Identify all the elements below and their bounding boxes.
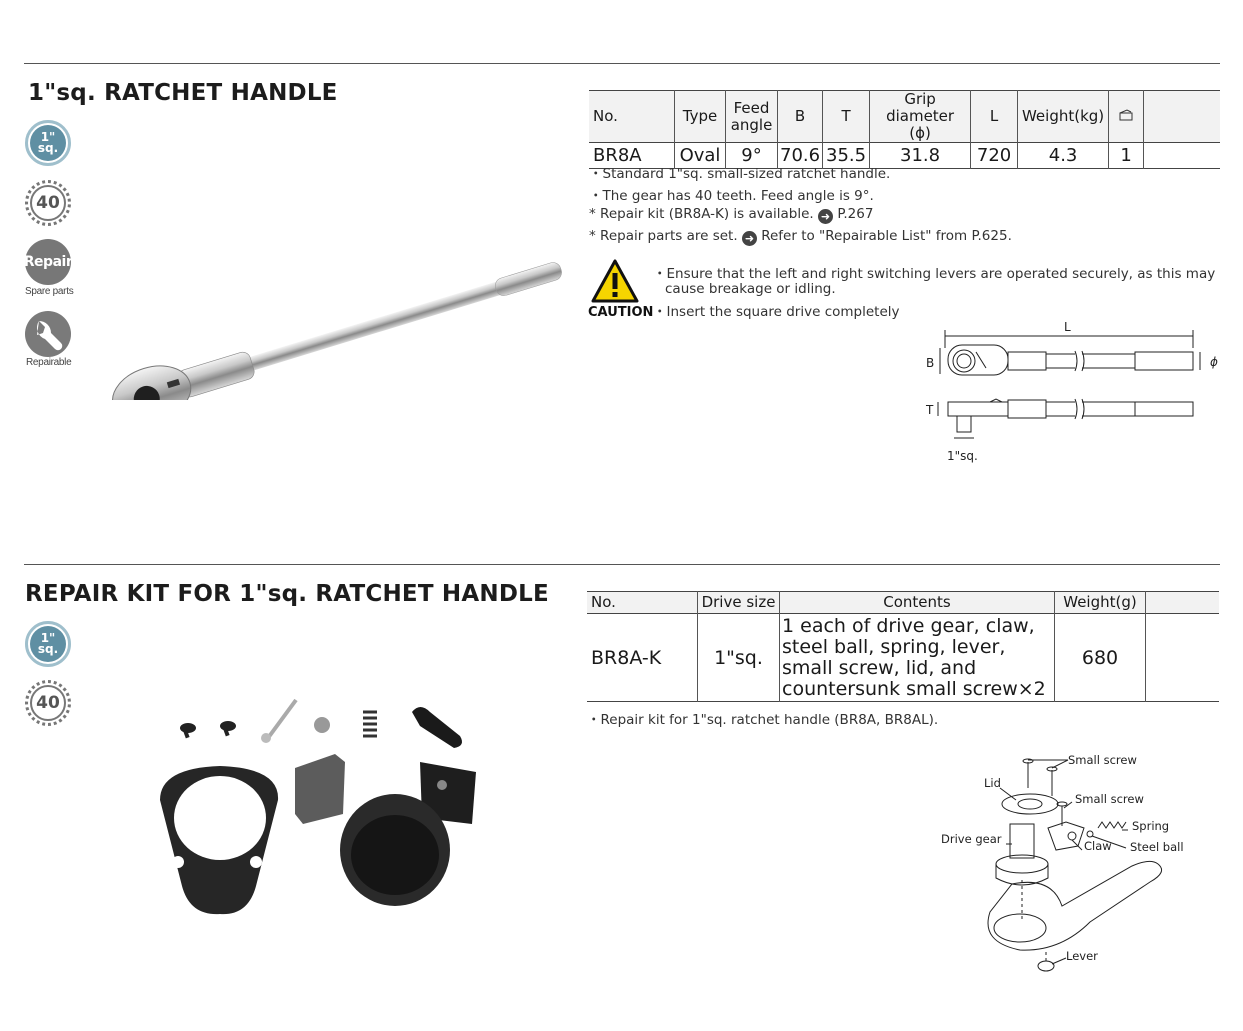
badge-sq-top: 1" xyxy=(40,130,56,144)
gear-teeth-badge: 40 xyxy=(25,680,71,726)
gear-teeth-badge: 40 xyxy=(25,180,71,226)
repairable-caption: Repairable xyxy=(26,357,72,368)
caution-line-2: cause breakage or idling. xyxy=(665,281,836,297)
exploded-diagram xyxy=(987,758,1163,972)
cell-type: Oval xyxy=(674,142,726,169)
cell-drive-size: 1"sq. xyxy=(697,613,780,702)
cell-contents: 1 each of drive gear, claw, steel ball, … xyxy=(779,613,1055,702)
col-blank xyxy=(1145,591,1219,614)
col-b: B xyxy=(777,90,824,143)
dim-b-label: B xyxy=(926,356,935,370)
note-repair-parts: * Repair parts are set. ➜ Refer to "Repa… xyxy=(589,228,1012,246)
note-standard: ・Standard 1"sq. small-sized ratchet hand… xyxy=(589,166,891,182)
repair-badge: Repair xyxy=(24,239,73,285)
ratchet-handle-image xyxy=(112,262,562,400)
arrow-right-icon: ➜ xyxy=(818,209,834,224)
label-spring: Spring xyxy=(1132,819,1170,833)
cell-grip: 31.8 xyxy=(869,142,972,169)
cell-b: 70.6 xyxy=(777,142,824,169)
gear-teeth-count: 40 xyxy=(30,185,66,221)
col-type: Type xyxy=(674,90,726,143)
label-lid: Lid xyxy=(984,776,1001,790)
col-t: T xyxy=(822,90,871,143)
cell-weight: 680 xyxy=(1054,613,1146,702)
cell-l: 720 xyxy=(970,142,1019,169)
dim-phi-label: ϕ xyxy=(1210,355,1218,369)
cell-qty: 1 xyxy=(1108,142,1145,169)
col-grip: Grip diameter (ϕ) xyxy=(869,90,972,143)
cell-no: BR8A xyxy=(589,142,675,169)
badge-sq-top: 1" xyxy=(40,631,56,645)
label-lever: Lever xyxy=(1066,949,1098,963)
col-contents: Contents xyxy=(779,591,1055,614)
arrow-right-icon: ➜ xyxy=(741,231,757,246)
col-no: No. xyxy=(589,90,675,143)
col-blank xyxy=(1143,90,1220,143)
repair-kit-image xyxy=(160,698,476,915)
label-small-screw-2: Small screw xyxy=(1075,792,1144,806)
section2-title: REPAIR KIT FOR 1"sq. RATCHET HANDLE xyxy=(25,581,549,607)
col-feed-angle: Feed angle xyxy=(725,90,778,143)
label-claw: Claw xyxy=(1084,839,1112,853)
note-repair-kit-for: ・Repair kit for 1"sq. ratchet handle (BR… xyxy=(587,712,939,728)
repair-kit-table: No. Drive size Contents Weight(g) BR8A-K… xyxy=(587,591,1219,702)
page-ref-267[interactable]: P.267 xyxy=(837,206,874,222)
gear-teeth-count: 40 xyxy=(30,685,66,721)
badge-sq-bottom: sq. xyxy=(37,642,59,656)
col-l: L xyxy=(970,90,1019,143)
note-gear: ・The gear has 40 teeth. Feed angle is 9°… xyxy=(589,188,874,204)
caution-line-1: ・Ensure that the left and right switchin… xyxy=(653,266,1216,282)
caution-line-3: ・Insert the square drive completely xyxy=(653,304,900,320)
section2-divider xyxy=(24,564,1220,565)
cell-feed-angle: 9° xyxy=(725,142,778,169)
wrench-icon xyxy=(25,311,71,357)
col-drive-size: Drive size xyxy=(697,591,780,614)
cell-t: 35.5 xyxy=(822,142,871,169)
dim-sq-label: 1"sq. xyxy=(947,449,978,463)
caution-label: CAUTION xyxy=(588,305,654,320)
col-weight: Weight(g) xyxy=(1054,591,1146,614)
note-repair-kit: * Repair kit (BR8A-K) is available. ➜ P.… xyxy=(589,206,874,224)
spec-table: No. Type Feed angle B T Grip diameter (ϕ… xyxy=(589,90,1220,169)
label-small-screw-1: Small screw xyxy=(1068,753,1137,767)
dim-l-label: L xyxy=(1064,320,1071,334)
label-drive-gear: Drive gear xyxy=(941,832,1002,846)
col-no: No. xyxy=(587,591,698,614)
package-icon xyxy=(1108,90,1145,143)
section1-title: 1"sq. RATCHET HANDLE xyxy=(28,80,338,106)
col-weight: Weight(kg) xyxy=(1017,90,1110,143)
caution-icon xyxy=(591,259,639,303)
dimension-diagram xyxy=(937,330,1201,439)
repairable-list-ref[interactable]: Refer to "Repairable List" from P.625. xyxy=(761,228,1012,244)
top-divider xyxy=(24,63,1220,64)
cell-weight: 4.3 xyxy=(1017,142,1110,169)
square-drive-badge: 1"sq. xyxy=(25,120,71,166)
badge-sq-bottom: sq. xyxy=(37,141,59,155)
spare-parts-caption: Spare parts xyxy=(25,286,74,297)
cell-no: BR8A-K xyxy=(587,613,698,702)
label-steel-ball: Steel ball xyxy=(1130,840,1184,854)
dim-t-label: T xyxy=(926,403,934,417)
square-drive-badge: 1"sq. xyxy=(25,621,71,667)
